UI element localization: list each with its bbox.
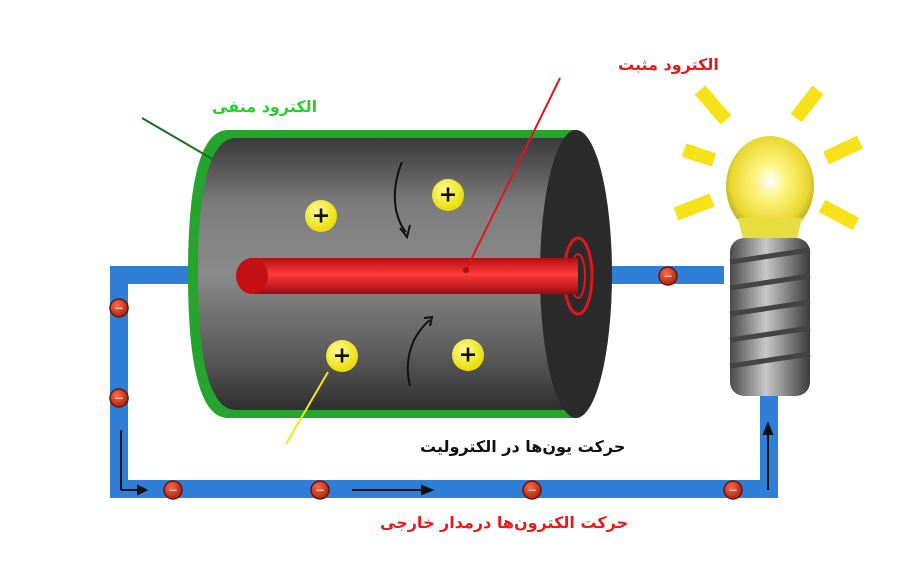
minus-sign: − (728, 483, 738, 497)
minus-sign: − (114, 391, 124, 405)
negative-electrode-label: الکترود منفی (212, 97, 317, 116)
electron-icon: − (522, 480, 542, 500)
electron-icon: − (109, 388, 129, 408)
minus-sign: − (527, 483, 537, 497)
electron-icon: − (723, 480, 743, 500)
positive-electrode-leader (465, 77, 561, 271)
electron-icon: − (310, 480, 330, 500)
minus-sign: − (663, 269, 673, 283)
electrons: − − − − − − − (109, 266, 743, 500)
plus-sign: + (459, 342, 478, 368)
plus-ion-icon: + (305, 200, 337, 232)
ion-motion-arrow (406, 319, 431, 387)
positive-electrode-rod (250, 258, 578, 294)
lightbulb-icon (673, 85, 863, 396)
ion-movement-label: حرکت یون‌ها در الکترولیت (420, 437, 625, 456)
arrow-icon (762, 421, 774, 490)
arrow-icon (352, 484, 435, 496)
minus-sign: − (315, 483, 325, 497)
current-direction-arrows (120, 421, 774, 496)
ion-motion-arrow (393, 161, 407, 233)
light-rays (673, 85, 863, 231)
negative-electrode-leader (141, 117, 215, 161)
plus-ion-icon: + (326, 340, 358, 372)
plus-sign: + (312, 203, 331, 229)
minus-sign: − (114, 301, 124, 315)
cell-cylinder (188, 130, 612, 418)
minus-sign: − (168, 483, 178, 497)
plus-sign: + (333, 343, 352, 369)
ion-label-leader (285, 371, 329, 445)
plus-ion-icon: + (432, 179, 464, 211)
electron-icon: − (109, 298, 129, 318)
electron-icon: − (658, 266, 678, 286)
plus-sign: + (439, 182, 458, 208)
plus-ion-icon: + (452, 339, 484, 371)
arrow-icon (120, 430, 149, 496)
positive-ions: + + + + (305, 179, 484, 372)
electron-icon: − (163, 480, 183, 500)
positive-electrode-label: الکترود مثبت (618, 55, 719, 74)
electron-flow-label: حرکت الکترون‌ها درمدار خارجی (380, 513, 628, 532)
